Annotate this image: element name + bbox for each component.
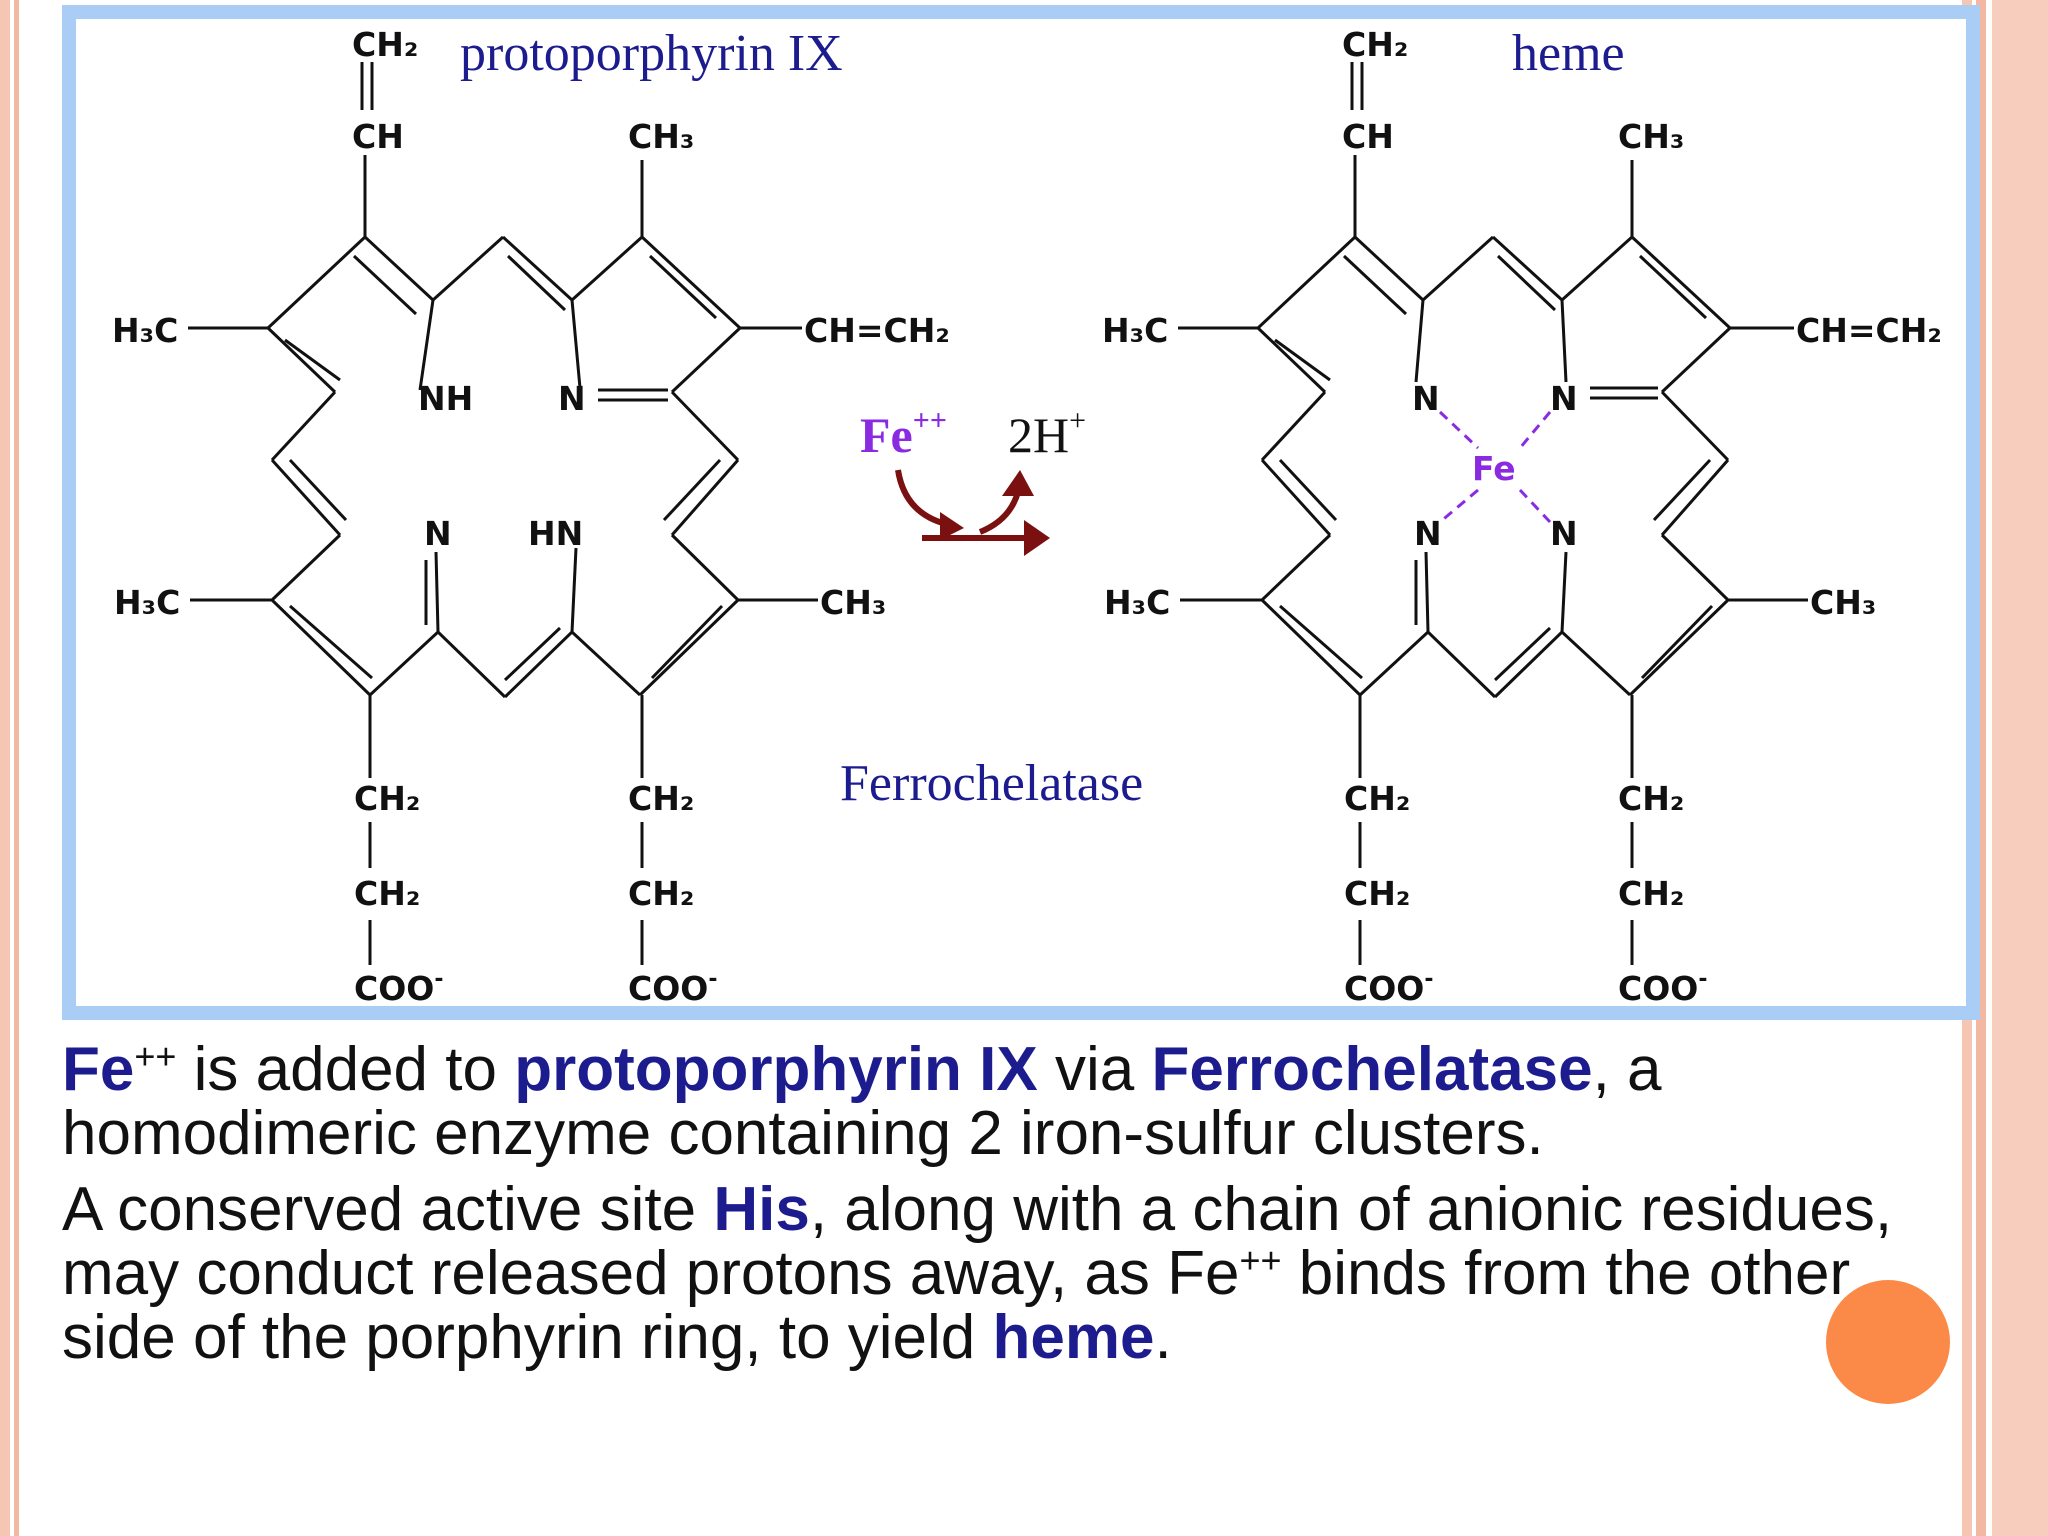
caption-fe: Fe [62, 1035, 135, 1104]
ch2-label: CH₂ [1618, 779, 1684, 818]
carboxylate-label: COO- [628, 967, 717, 1008]
vinyl-ch-label: CH [352, 117, 404, 156]
protoporphyrin-title: protoporphyrin IX [460, 25, 843, 82]
ch2-label: CH₂ [1344, 779, 1410, 818]
ch2-label: CH₂ [354, 779, 420, 818]
methyl-right-label: CH₃ [1810, 583, 1876, 622]
carboxylate-label: COO- [354, 967, 443, 1008]
caption-text: , a homodimeric enzyme containing 2 iron… [62, 1035, 1662, 1168]
caption-ferrochelatase: Ferrochelatase [1151, 1035, 1593, 1104]
left-border-stripe-inner [14, 0, 19, 1536]
heme-title: heme [1512, 25, 1625, 82]
heme-structure: CH₂ CH CH₃ H₃C CH=CH₂ N N Fe N N H₃C CH₃… [1102, 25, 1942, 1008]
caption-fe-charge: ++ [1239, 1239, 1282, 1281]
reaction-arrow-group: Fe++ 2H+ [860, 404, 1086, 556]
n-label: N [424, 514, 452, 553]
n-label: N [1412, 379, 1440, 418]
methyl-left-lower-label: H₃C [114, 583, 180, 622]
n-label: N [558, 379, 586, 418]
caption-text: , along with a chain of anionic residues… [62, 1175, 1893, 1308]
caption-text: A conserved active site [62, 1175, 714, 1244]
right-border-stripe-outer [1992, 0, 2048, 1536]
decorative-circle [1826, 1280, 1950, 1404]
caption-paragraph-1: Fe++ is added to protoporphyrin IX via F… [62, 1038, 1942, 1166]
carboxylate-label: COO- [1344, 967, 1433, 1008]
ch2-label: CH₂ [1344, 874, 1410, 913]
reaction-diagram-frame [62, 5, 1980, 1020]
n-label: N [1550, 379, 1578, 418]
right-border-stripe-middle [1976, 0, 1986, 1536]
n-label: N [1550, 514, 1578, 553]
ch2-label: CH₂ [628, 779, 694, 818]
methyl-top-label: CH₃ [1618, 117, 1684, 156]
methyl-left-upper-label: H₃C [1102, 311, 1168, 350]
caption-his: His [713, 1175, 810, 1244]
caption-text: binds from the other side of the porphyr… [62, 1239, 1851, 1372]
caption-text: . [1154, 1303, 1172, 1372]
vinyl-right-label: CH=CH₂ [1796, 311, 1942, 350]
iron-reagent-label: Fe++ [860, 404, 947, 463]
caption-protoporphyrin: protoporphyrin IX [514, 1035, 1038, 1104]
caption-text: via [1037, 1035, 1152, 1104]
vinyl-ch2-label: CH₂ [1342, 25, 1408, 64]
caption-heme: heme [992, 1303, 1155, 1372]
iron-center-label: Fe [1472, 449, 1516, 488]
nh-label: NH [418, 379, 473, 418]
carboxylate-label: COO- [1618, 967, 1707, 1008]
methyl-left-upper-label: H₃C [112, 311, 178, 350]
enzyme-label: Ferrochelatase [840, 755, 1143, 812]
caption-text: is added to [176, 1035, 515, 1104]
reaction-diagram: CH₂ CH CH₃ H₃C CH=CH₂ NH N N HN H₃C CH₃ … [112, 25, 1942, 1008]
vinyl-ch-label: CH [1342, 117, 1394, 156]
methyl-left-lower-label: H₃C [1104, 583, 1170, 622]
methyl-top-label: CH₃ [628, 117, 694, 156]
n-label: N [1414, 514, 1442, 553]
hn-label: HN [528, 514, 583, 553]
left-border-stripe [0, 0, 10, 1536]
methyl-right-label: CH₃ [820, 583, 886, 622]
ch2-label: CH₂ [1618, 874, 1684, 913]
proton-product-label: 2H+ [1008, 404, 1086, 463]
protoporphyrin-structure: CH₂ CH CH₃ H₃C CH=CH₂ NH N N HN H₃C CH₃ … [112, 25, 950, 1008]
vinyl-ch2-label: CH₂ [352, 25, 418, 64]
ch2-label: CH₂ [628, 874, 694, 913]
vinyl-right-label: CH=CH₂ [804, 311, 950, 350]
slide-caption: Fe++ is added to protoporphyrin IX via F… [62, 1038, 1942, 1382]
ch2-label: CH₂ [354, 874, 420, 913]
caption-paragraph-2: A conserved active site His, along with … [62, 1178, 1942, 1370]
caption-fe-charge: ++ [134, 1035, 177, 1077]
